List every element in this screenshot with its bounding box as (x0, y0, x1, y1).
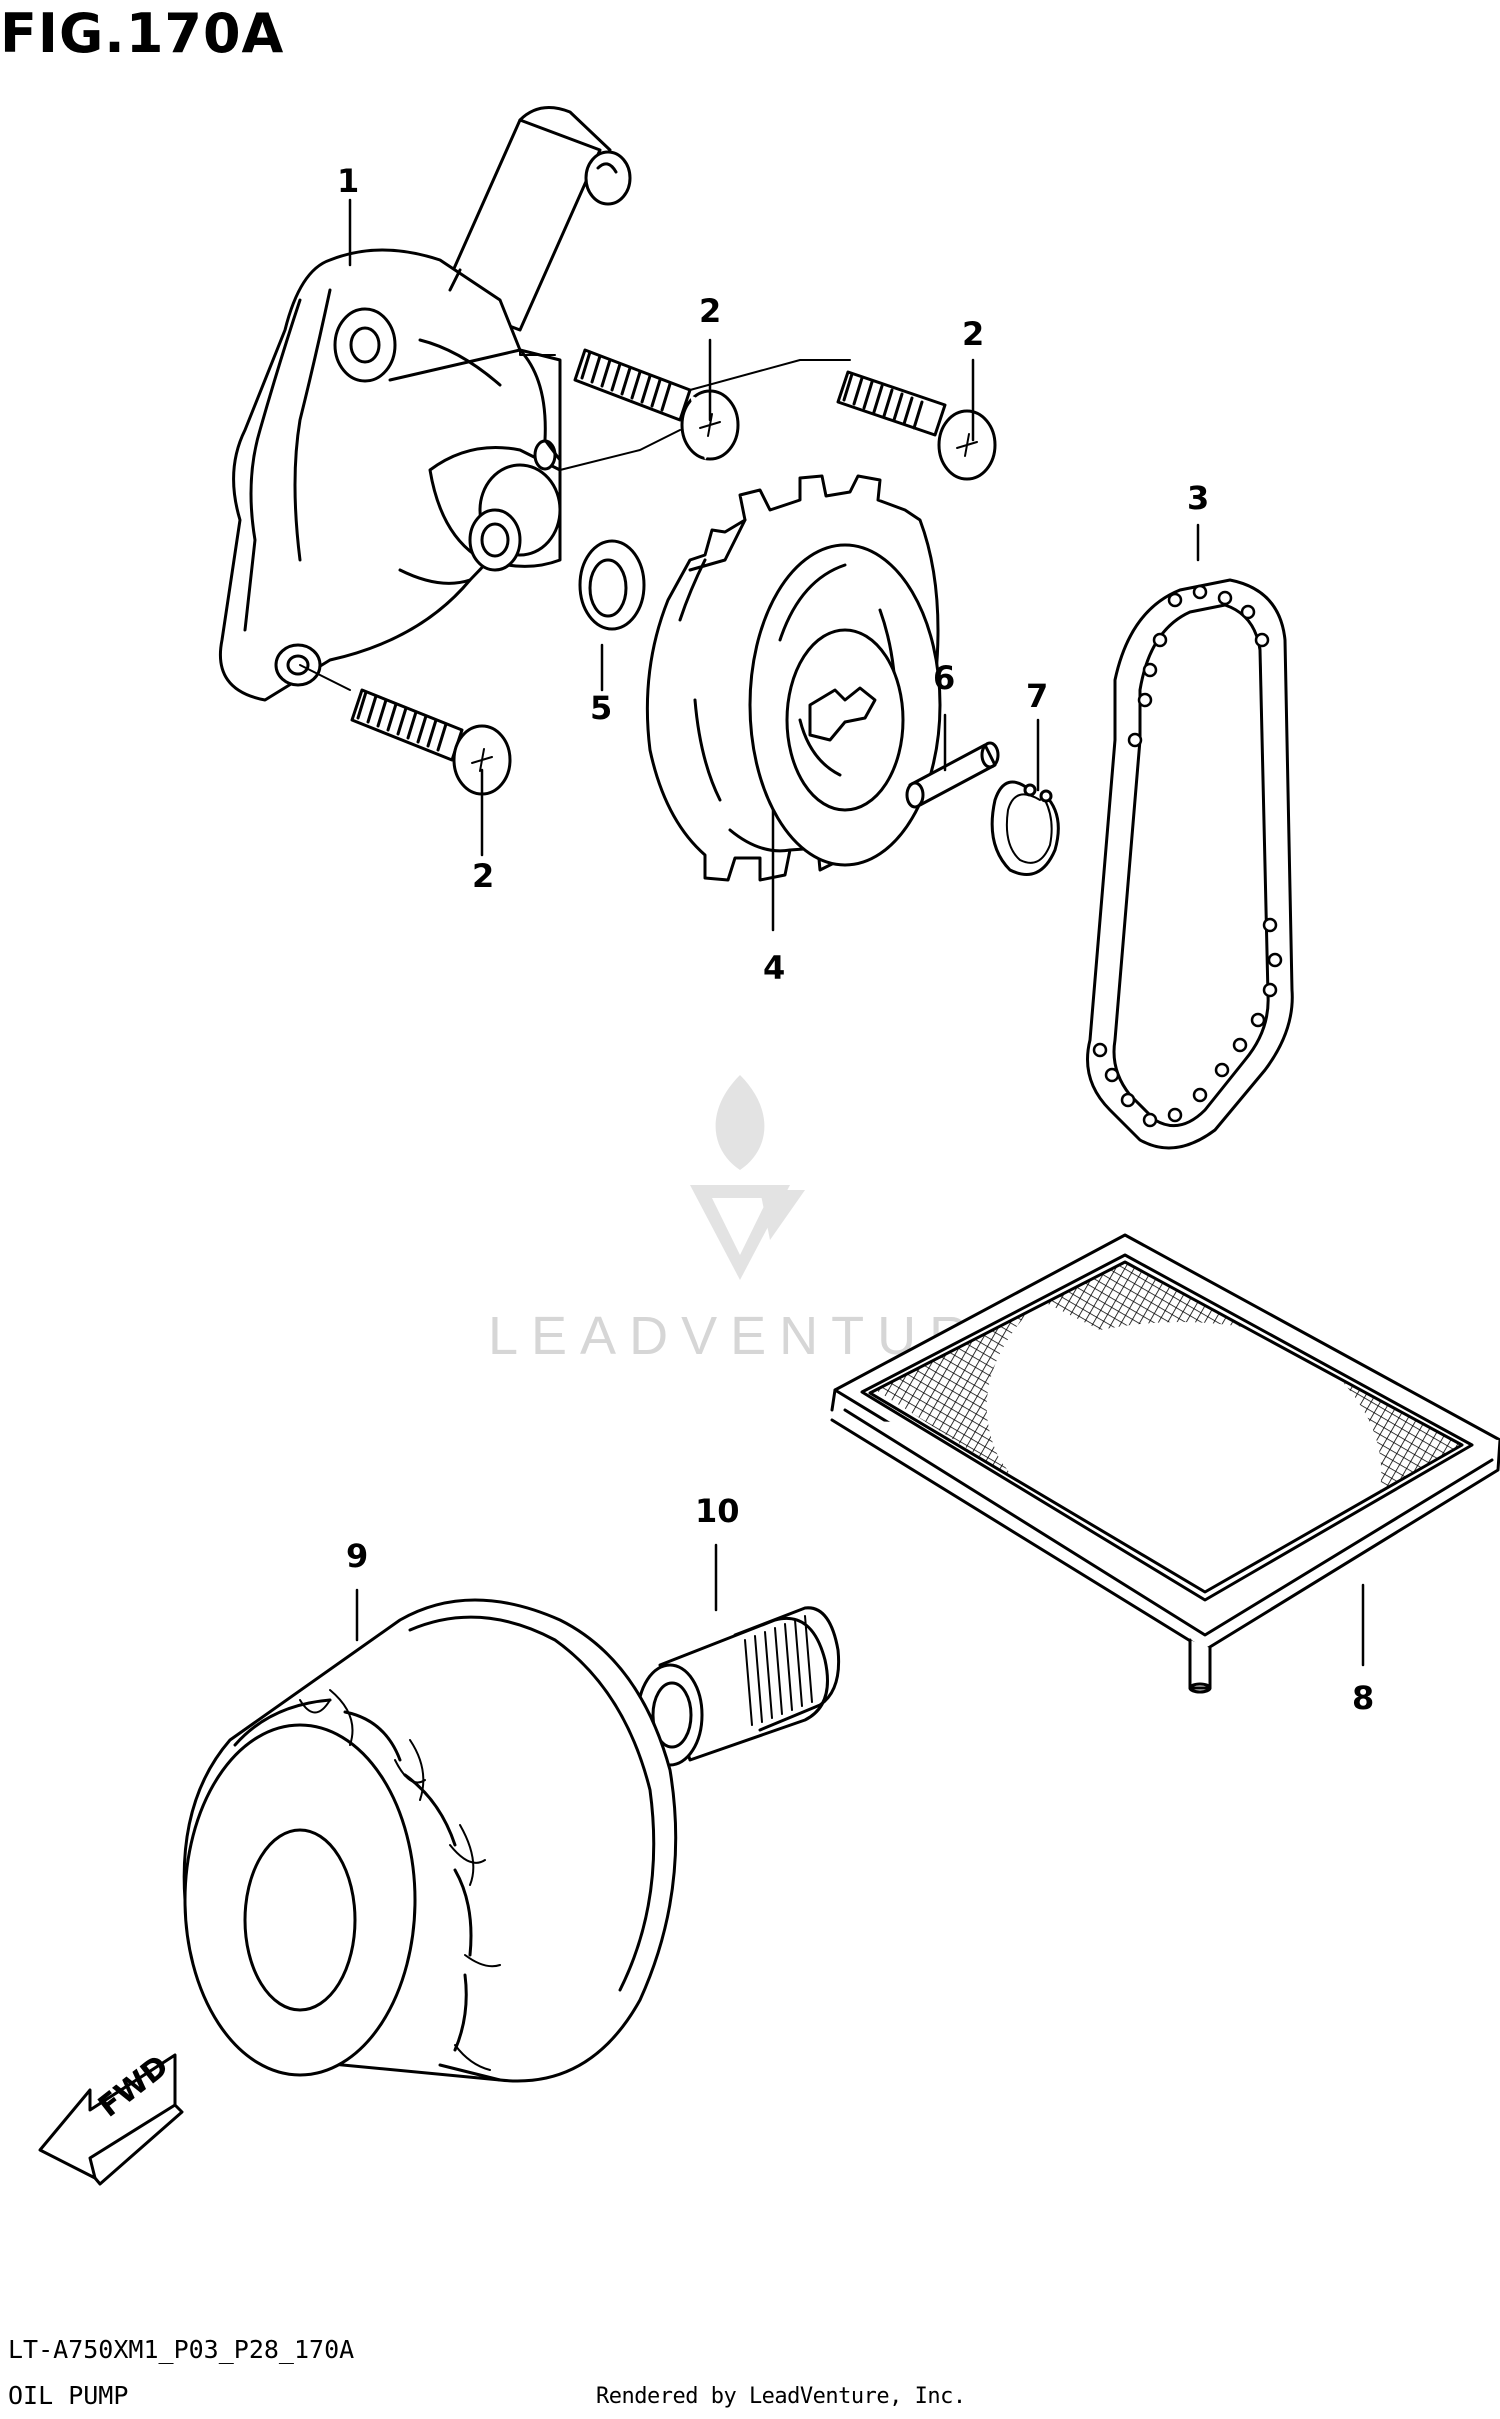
render-credit: Rendered by LeadVenture, Inc. (596, 2384, 966, 2409)
chain-link-pin (1192, 584, 1208, 600)
bolt-upper-left (573, 348, 740, 461)
callout-2: 2 (699, 292, 722, 330)
chain-link-pin (1120, 1092, 1136, 1108)
leader-lines (348, 198, 1365, 1667)
callout-3: 3 (1187, 479, 1210, 517)
washer (578, 539, 646, 631)
chain-link-pin (1217, 590, 1233, 606)
bolt-lower-left (350, 688, 512, 796)
figure-title: FIG.170A (0, 2, 285, 65)
oil-filter (182, 1598, 678, 2083)
chain-link-pin (1137, 692, 1153, 708)
chain-link-pin (1142, 662, 1158, 678)
chain-link-pin (1104, 1067, 1120, 1083)
circlip (990, 780, 1060, 876)
bolt-upper-right (836, 370, 997, 481)
chain-link-pin (1127, 732, 1143, 748)
callout-7: 7 (1026, 677, 1049, 715)
chain-link-pin (1192, 1087, 1208, 1103)
chain-link-pin (1262, 917, 1278, 933)
chain-link-pin (1167, 1107, 1183, 1123)
chain-link-pin (1232, 1037, 1248, 1053)
chain-links (1092, 584, 1283, 1128)
chain-link-pin (1240, 604, 1256, 620)
callout-8: 8 (1352, 1679, 1375, 1717)
chain-link-pin (1254, 632, 1270, 648)
callout-10: 10 (695, 1492, 740, 1530)
fwd-arrow-icon (38, 2053, 184, 2186)
drive-chain (1086, 578, 1294, 1150)
callout-1: 1 (337, 162, 360, 200)
callout-9: 9 (346, 1537, 369, 1575)
chain-link-pin (1267, 952, 1283, 968)
oil-pump-body (219, 106, 632, 702)
callout-6: 6 (933, 659, 956, 697)
callout-2: 2 (472, 857, 495, 895)
figure-code: LT-A750XM1_P03_P28_170A (8, 2335, 355, 2364)
chain-link-pin (1214, 1062, 1230, 1078)
pin (905, 741, 1000, 809)
figure-name: OIL PUMP (8, 2381, 129, 2410)
chain-link-pin (1092, 1042, 1108, 1058)
oil-filter-fitting (636, 1606, 841, 1767)
callout-4: 4 (763, 949, 786, 987)
chain-link-pin (1250, 1012, 1266, 1028)
callout-5: 5 (590, 689, 613, 727)
chain-link-pin (1167, 592, 1183, 608)
chain-link-pin (1152, 632, 1168, 648)
callout-2: 2 (962, 315, 985, 353)
sprocket (645, 474, 942, 882)
chain-link-pin (1262, 982, 1278, 998)
chain-link-pin (1142, 1112, 1158, 1128)
